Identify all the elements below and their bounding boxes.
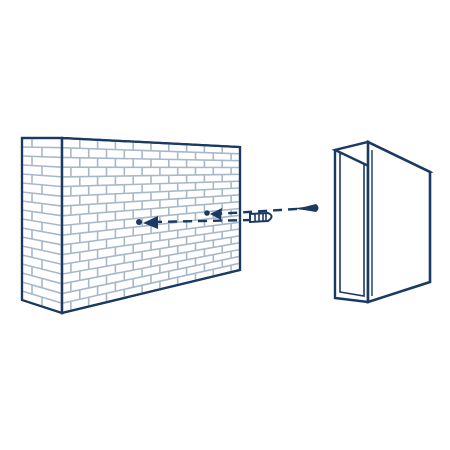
mortar-line [61, 248, 241, 285]
wall-front-outline [60, 136, 242, 315]
screw-icon [296, 204, 319, 212]
wall-plug-anchor-icon [249, 211, 273, 224]
brick-pattern-front [61, 138, 241, 311]
drill-hole-lower [136, 219, 142, 225]
device-front-face [366, 139, 432, 304]
drill-hole-upper [204, 210, 210, 216]
wall-mount-device-icon [331, 139, 434, 304]
device-inner-rim [339, 146, 365, 297]
mortar-line [61, 187, 241, 198]
lower-arrowhead [143, 216, 158, 229]
brick-pattern-side [21, 138, 63, 307]
brick-wall-icon [20, 136, 242, 315]
mortar-line [21, 245, 63, 256]
upper-arrowhead [210, 208, 222, 220]
lower-dashed-line [151, 218, 253, 224]
